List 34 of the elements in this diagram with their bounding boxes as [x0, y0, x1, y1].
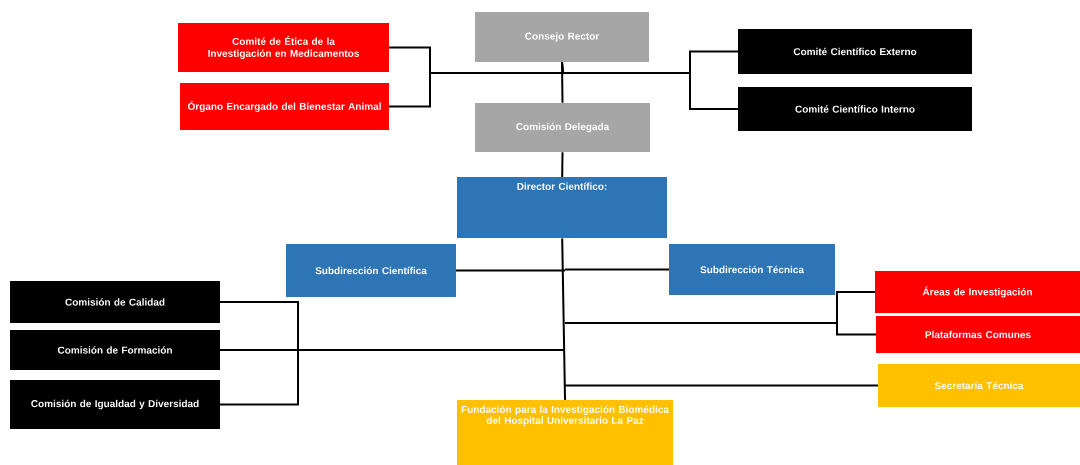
connector-line [836, 322, 877, 336]
committee-box: Comité de Ética de la Investigación en Medicamentos [178, 23, 389, 72]
committee-box: Comité Científico Externo [738, 29, 972, 74]
connector-line [388, 72, 431, 108]
committee-box: Comisión de Formación [10, 330, 220, 370]
org-box: Secretaría Técnica [878, 364, 1080, 407]
org-box: Consejo Rector [475, 12, 649, 62]
committee-box: Órgano Encargado del Bienestar Animal [180, 83, 389, 130]
connector-line [561, 61, 564, 104]
connector-line [455, 269, 566, 272]
connector-line [561, 237, 566, 399]
committee-box: Comité Científico Interno [738, 87, 972, 131]
connector-line [297, 349, 566, 351]
connector-line [564, 397, 567, 401]
committee-box: Comisión de Calidad [10, 281, 220, 323]
director-box: Director Científico: [457, 177, 667, 238]
foundation-box: Fundación para la Investigación Biomédica del Hospital Universitario La Paz [457, 400, 673, 465]
connector-line [689, 50, 739, 74]
org-box: Subdirección Técnica [669, 244, 835, 295]
committee-box: Comisión de Igualdad y Diversidad [10, 380, 220, 429]
connector-line [689, 72, 739, 110]
connector-line [388, 46, 431, 74]
connector-line [219, 349, 299, 406]
connector-line [564, 322, 838, 324]
org-box: Áreas de Investigación [875, 271, 1080, 313]
org-box: Subdirección Científica [286, 244, 456, 297]
connector-line [219, 301, 299, 351]
org-box: Comisión Delegada [475, 103, 650, 152]
connector-line [836, 291, 876, 324]
connector-line [219, 349, 299, 351]
org-box: Plataformas Comunes [876, 316, 1080, 353]
connector-line [564, 268, 670, 271]
connector-line [561, 151, 564, 178]
connector-line [564, 384, 879, 387]
